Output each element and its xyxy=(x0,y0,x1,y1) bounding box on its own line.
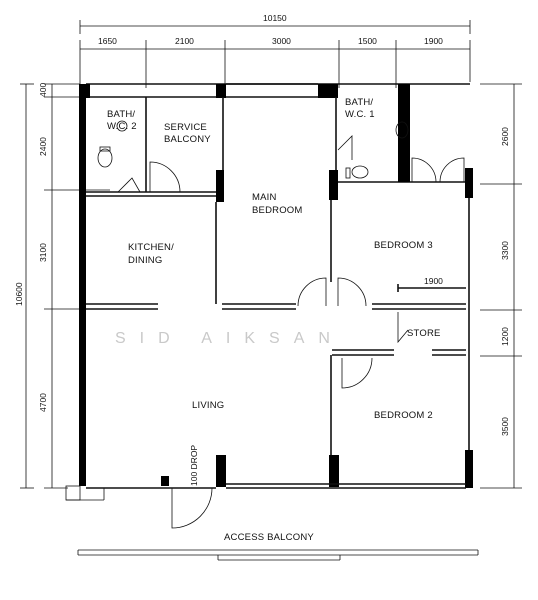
fixtures xyxy=(97,120,409,179)
dim-top-2: 2100 xyxy=(175,36,194,46)
dim-left-2: 2400 xyxy=(38,137,48,156)
dim-left-4: 4700 xyxy=(38,393,48,412)
access-balcony-rail xyxy=(77,549,479,561)
dim-store-width: 1900 xyxy=(424,276,443,286)
room-kitchen-dining-line1: KITCHEN/ xyxy=(128,242,174,253)
room-bath-wc-2-line2: W.C. 2 xyxy=(107,121,137,132)
room-main-bedroom-line1: MAIN xyxy=(252,192,277,203)
dim-top-3: 3000 xyxy=(272,36,291,46)
top-dimensions xyxy=(79,20,471,88)
left-dimensions xyxy=(20,83,110,489)
right-dimensions xyxy=(480,83,522,489)
room-drop-label: 100 DROP xyxy=(189,445,199,486)
room-service-balcony-line2: BALCONY xyxy=(164,134,211,145)
room-living: LIVING xyxy=(192,400,224,411)
dim-top-1: 1650 xyxy=(98,36,117,46)
doors xyxy=(117,135,465,529)
room-bath-wc-1-line2: W.C. 1 xyxy=(345,109,375,120)
room-service-balcony-line1: SERVICE xyxy=(164,122,207,133)
room-store: STORE xyxy=(407,328,441,339)
room-bedroom-2: BEDROOM 2 xyxy=(374,410,433,421)
dim-right-3: 1200 xyxy=(500,327,510,346)
room-main-bedroom-line2: BEDROOM xyxy=(252,205,303,216)
access-balcony-label: ACCESS BALCONY xyxy=(224,532,314,543)
dim-left-3: 3100 xyxy=(38,243,48,262)
room-bath-wc-1-line1: BATH/ xyxy=(345,97,373,108)
walls xyxy=(65,83,473,501)
dim-top-4: 1500 xyxy=(358,36,377,46)
dim-left-1: 400 xyxy=(38,83,48,97)
dim-right-4: 3500 xyxy=(500,417,510,436)
dim-overall-width: 10150 xyxy=(263,13,287,23)
room-kitchen-dining-line2: DINING xyxy=(128,255,162,266)
room-bedroom-3: BEDROOM 3 xyxy=(374,240,433,251)
dim-right-1: 2600 xyxy=(500,127,510,146)
dim-overall-height: 10600 xyxy=(14,282,24,306)
dim-right-2: 3300 xyxy=(500,241,510,260)
room-bath-wc-2-line1: BATH/ xyxy=(107,109,135,120)
dim-top-5: 1900 xyxy=(424,36,443,46)
watermark: SID AIKSAN xyxy=(115,330,344,347)
